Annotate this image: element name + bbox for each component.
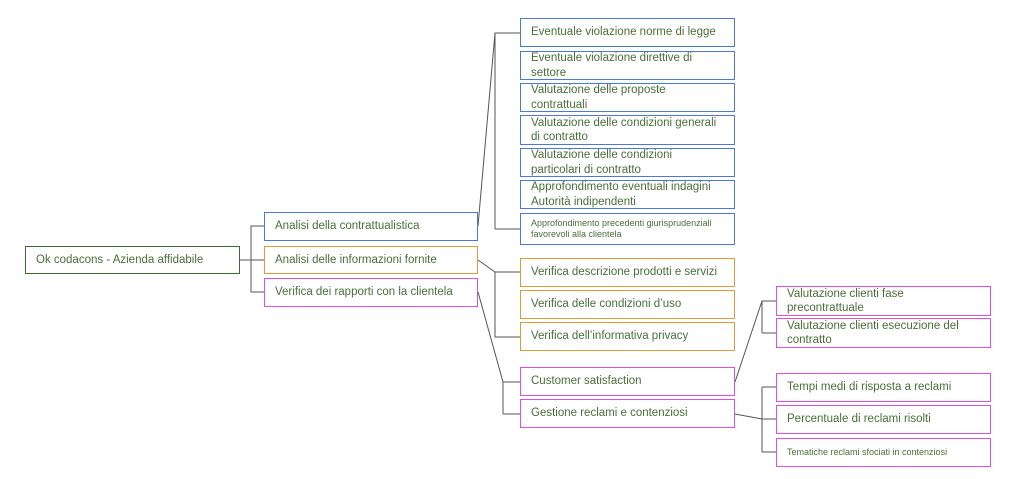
leaf-node-complaints[interactable]: Tempi medi di risposta a reclami xyxy=(776,373,991,402)
leaf-node-contracts[interactable]: Eventuale violazione norme di legge xyxy=(520,18,735,47)
branch-node-label: Verifica dei rapporti con la clientela xyxy=(275,286,453,299)
leaf-node-label: Valutazione clienti fase precontrattuale xyxy=(787,287,904,314)
leaf-node-label: Tempi medi di risposta a reclami xyxy=(787,381,952,394)
leaf-node-label: Customer satisfaction xyxy=(531,375,642,388)
branch-node-information[interactable]: Analisi delle informazioni fornite xyxy=(264,246,478,274)
connector-line xyxy=(734,300,776,383)
leaf-node-customer-satisfaction[interactable]: Valutazione clienti fase precontrattuale xyxy=(776,286,991,316)
leaf-node-label: Verifica descrizione prodotti e servizi xyxy=(531,266,717,279)
leaf-node-customer-relations[interactable]: Gestione reclami e contenziosi xyxy=(520,399,735,428)
leaf-node-label: Valutazione delle proposte contrattuali xyxy=(531,84,666,111)
leaf-node-label: Valutazione delle condizioni particolari… xyxy=(531,149,673,176)
connector-line xyxy=(734,413,776,420)
leaf-node-contracts[interactable]: Valutazione delle condizioni particolari… xyxy=(520,148,735,177)
leaf-node-information[interactable]: Verifica descrizione prodotti e servizi xyxy=(520,258,735,287)
leaf-node-label: Approfondimento precedenti giurisprudenz… xyxy=(531,217,712,239)
branch-node-label: Analisi della contrattualistica xyxy=(275,220,420,233)
leaf-node-contracts[interactable]: Valutazione delle condizioni generali di… xyxy=(520,115,735,145)
branch-node-customer-relations[interactable]: Verifica dei rapporti con la clientela xyxy=(264,278,478,307)
connector-line xyxy=(477,32,520,227)
leaf-node-contracts[interactable]: Valutazione delle proposte contrattuali xyxy=(520,83,735,112)
leaf-node-label: Eventuale violazione direttive di settor… xyxy=(531,52,693,79)
leaf-node-complaints[interactable]: Tematiche reclami sfociati in contenzios… xyxy=(776,438,991,467)
leaf-node-label: Tematiche reclami sfociati in contenzios… xyxy=(787,446,948,457)
leaf-node-label: Verifica dell’informativa privacy xyxy=(531,330,689,343)
leaf-node-label: Valutazione delle condizioni generali di… xyxy=(531,116,717,143)
leaf-node-label: Approfondimento eventuali indagini Autor… xyxy=(531,181,711,208)
leaf-node-label: Gestione reclami e contenziosi xyxy=(531,407,688,420)
leaf-node-label: Percentuale di reclami risolti xyxy=(787,413,931,426)
leaf-node-information[interactable]: Verifica delle condizioni d’uso xyxy=(520,290,735,319)
leaf-node-customer-relations[interactable]: Customer satisfaction xyxy=(520,367,735,396)
connector-line xyxy=(240,225,264,261)
root-node[interactable]: Ok codacons - Azienda affidabile xyxy=(25,246,240,274)
branch-node-contracts[interactable]: Analisi della contrattualistica xyxy=(264,212,478,241)
root-node-label: Ok codacons - Azienda affidabile xyxy=(36,253,204,266)
connector-line xyxy=(477,259,520,273)
leaf-node-contracts[interactable]: Eventuale violazione direttive di settor… xyxy=(520,51,735,80)
connector-line xyxy=(240,259,264,293)
leaf-node-label: Verifica delle condizioni d’uso xyxy=(531,298,682,311)
leaf-node-label: Valutazione clienti esecuzione del contr… xyxy=(787,319,959,346)
leaf-node-contracts[interactable]: Approfondimento eventuali indagini Autor… xyxy=(520,180,735,209)
leaf-node-information[interactable]: Verifica dell’informativa privacy xyxy=(520,322,735,351)
leaf-node-label: Eventuale violazione norme di legge xyxy=(531,26,716,39)
leaf-node-complaints[interactable]: Percentuale di reclami risolti xyxy=(776,405,991,434)
leaf-node-contracts[interactable]: Approfondimento precedenti giurisprudenz… xyxy=(520,213,735,245)
branch-node-label: Analisi delle informazioni fornite xyxy=(275,253,437,266)
leaf-node-customer-satisfaction[interactable]: Valutazione clienti esecuzione del contr… xyxy=(776,318,991,348)
